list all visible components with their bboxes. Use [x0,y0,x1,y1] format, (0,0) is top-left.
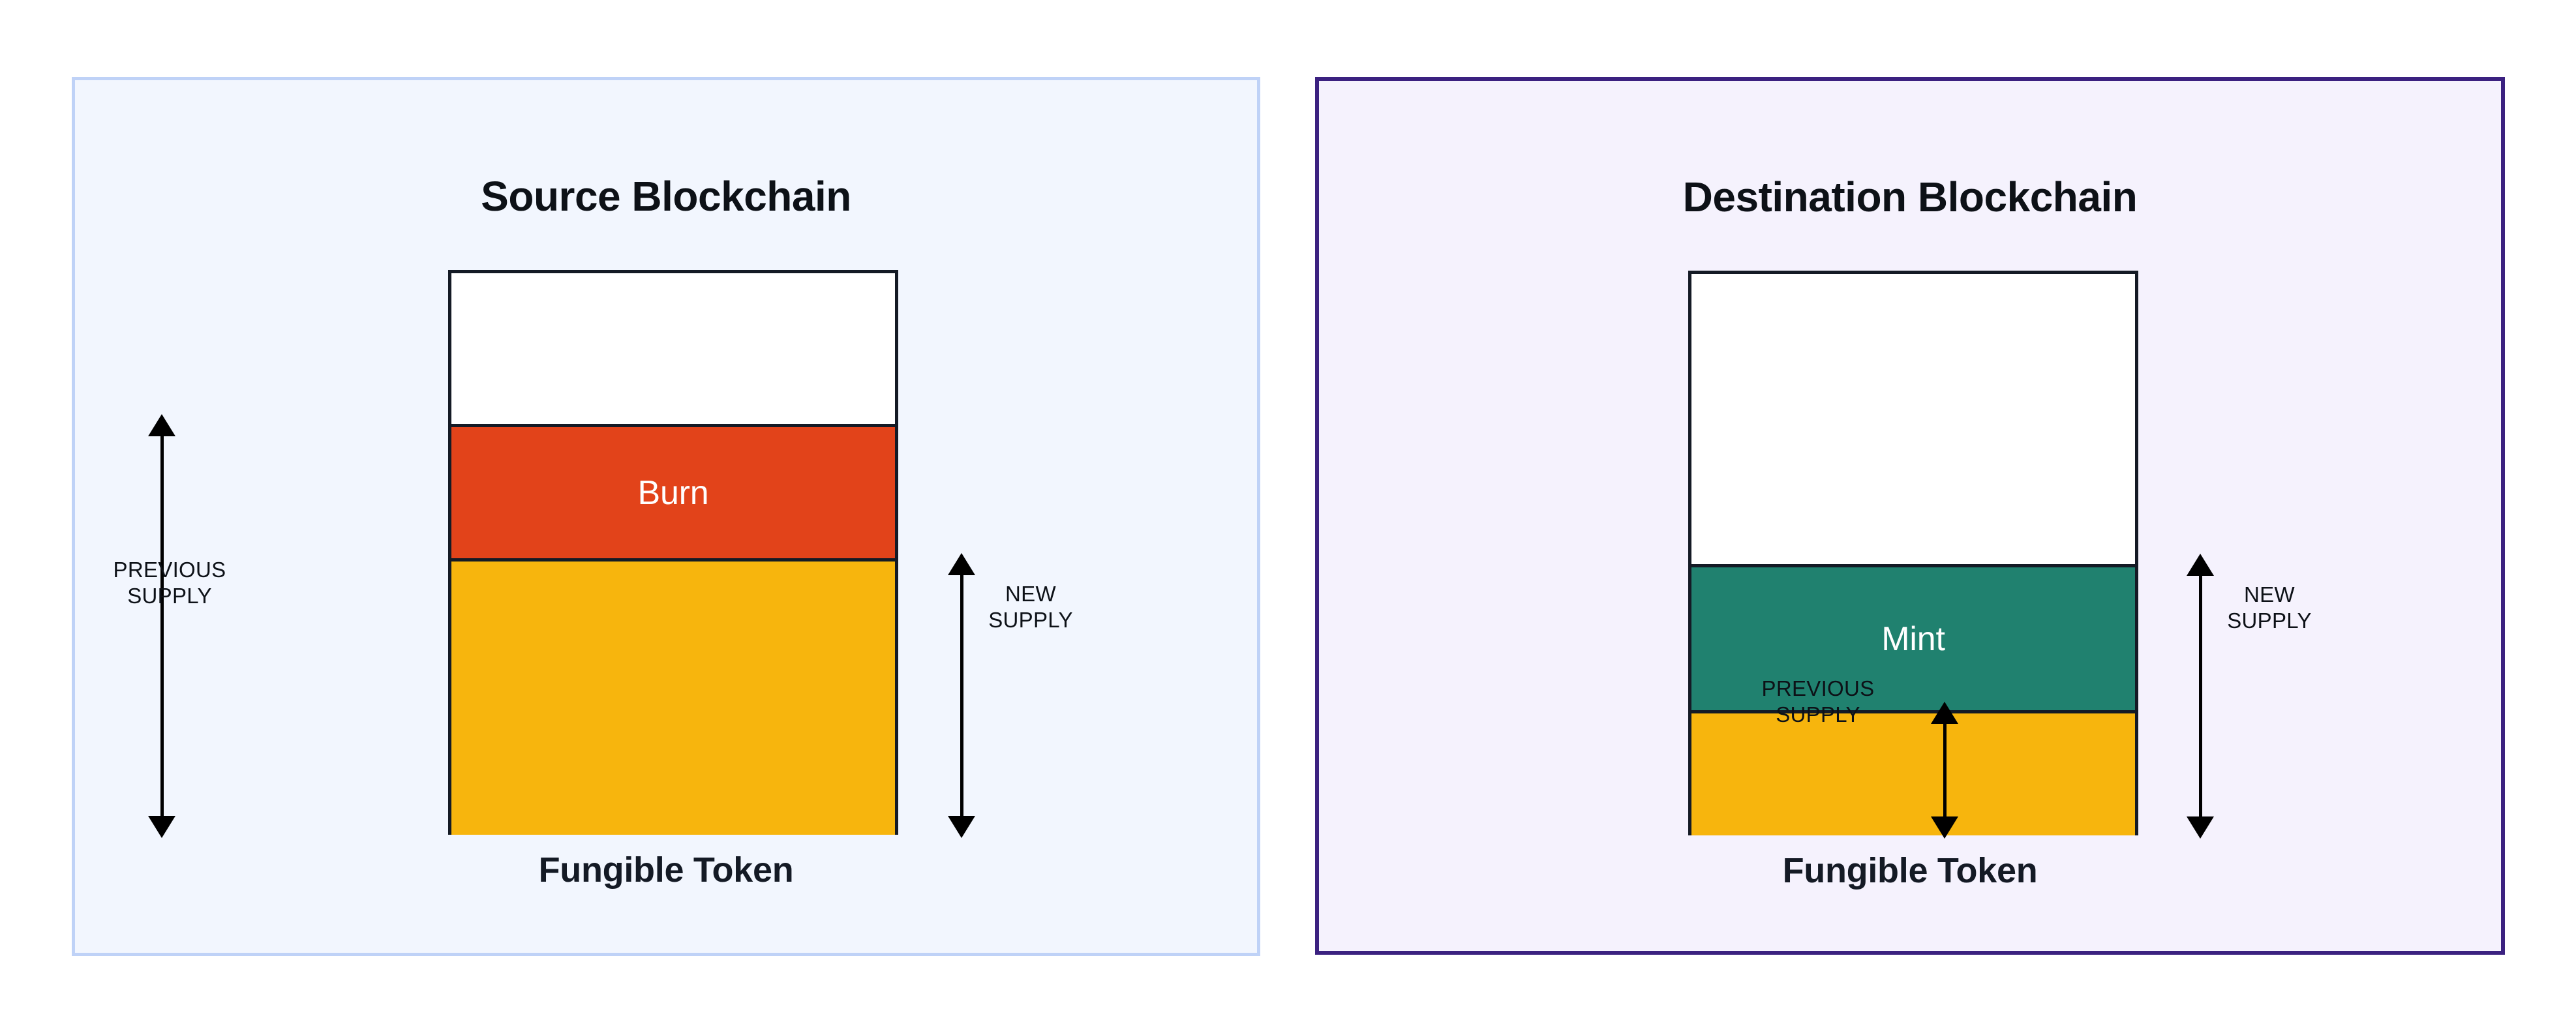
destination-new-supply-label: NEW SUPPLY [2227,582,2312,633]
destination-previous-supply-label: PREVIOUS SUPPLY [1761,676,1875,726]
source-token-caption: Fungible Token [538,850,794,890]
source-new-supply-arrow [943,553,982,838]
source-blockchain-panel: Source Blockchain Burn PREVIOUS SUPPLY N… [72,77,1260,956]
arrow-shaft [960,567,963,824]
arrow-head-down-icon [148,816,175,838]
destination-unused-headroom-segment [1691,274,2135,564]
arrow-head-down-icon [948,816,975,838]
arrow-shaft [160,428,164,824]
destination-new-supply-arrow [2181,554,2220,839]
destination-mint-segment: Mint [1691,564,2135,713]
source-remaining-supply-segment [451,561,895,835]
source-new-supply-label: NEW SUPPLY [988,582,1073,632]
destination-token-caption: Fungible Token [1782,851,2038,890]
destination-prior-supply-segment [1691,713,2135,835]
source-burn-segment: Burn [451,424,895,561]
arrow-shaft [2199,568,2202,824]
arrow-head-down-icon [2187,816,2214,839]
arrow-shaft [1943,716,1947,824]
source-unused-headroom-segment [451,273,895,424]
destination-panel-title: Destination Blockchain [1682,173,2138,221]
source-token-supply-bar: Burn [448,270,898,835]
destination-previous-supply-arrow [1926,702,1965,839]
source-previous-supply-label: PREVIOUS SUPPLY [113,558,226,608]
destination-blockchain-panel: Destination Blockchain Mint PREVIOUS SUP… [1315,77,2505,955]
source-previous-supply-arrow [143,414,182,838]
arrow-head-down-icon [1931,816,1958,839]
destination-token-supply-bar: Mint [1688,271,2138,835]
source-panel-title: Source Blockchain [481,173,851,220]
